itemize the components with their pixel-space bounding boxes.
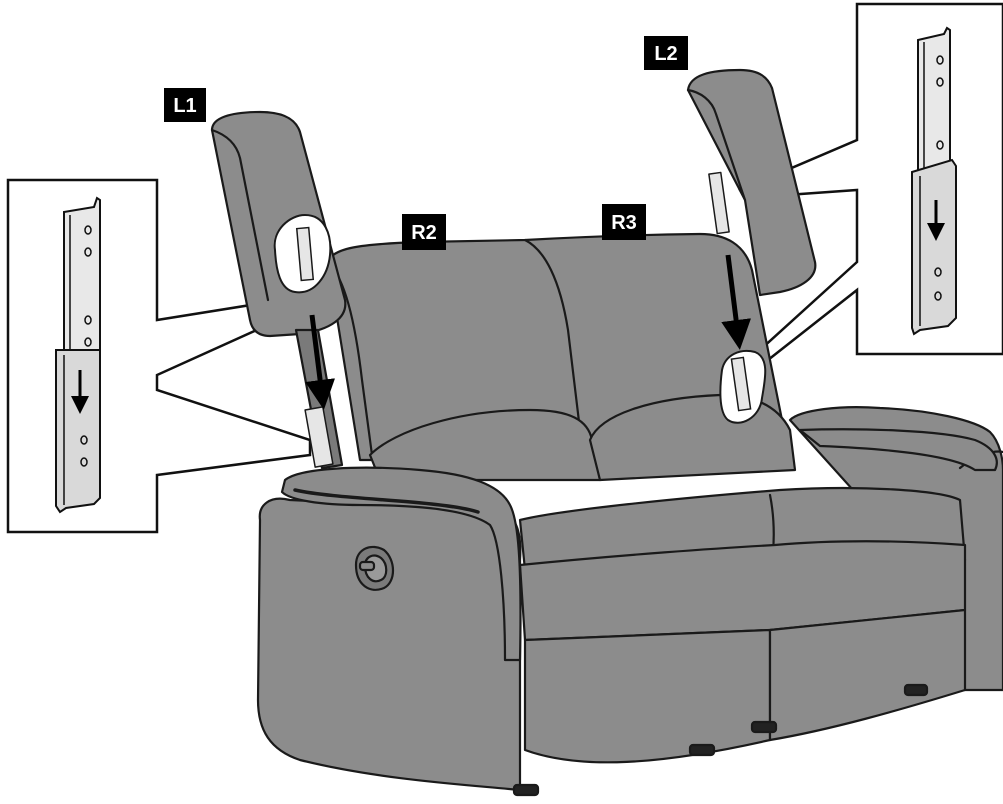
right-bracket-magnifier [719,350,767,424]
right-detail-callout [738,2,1003,362]
svg-text:L1: L1 [173,95,196,117]
svg-text:R2: R2 [411,222,437,244]
left-detail-upper-bracket [63,196,101,357]
legs [512,683,929,797]
left-detail-callout [6,178,312,534]
backrest-l2 [686,68,817,297]
svg-text:L2: L2 [654,43,677,65]
left-arm [256,466,522,792]
left-detail-lower-bracket [55,349,101,514]
seat [518,486,967,764]
label-r2: R2 [402,214,446,250]
arrow-down-icon [305,314,336,410]
svg-text:R3: R3 [611,212,637,234]
backrest-l1 [210,110,347,338]
label-r3: R3 [602,204,646,240]
recline-handle [354,545,395,591]
label-l2: L2 [644,36,688,70]
left-bracket-magnifier [273,213,332,294]
sofa [210,68,1003,797]
arrow-down-icon [721,254,752,350]
label-l1: L1 [164,88,206,122]
right-detail-lower-bracket [911,158,957,336]
